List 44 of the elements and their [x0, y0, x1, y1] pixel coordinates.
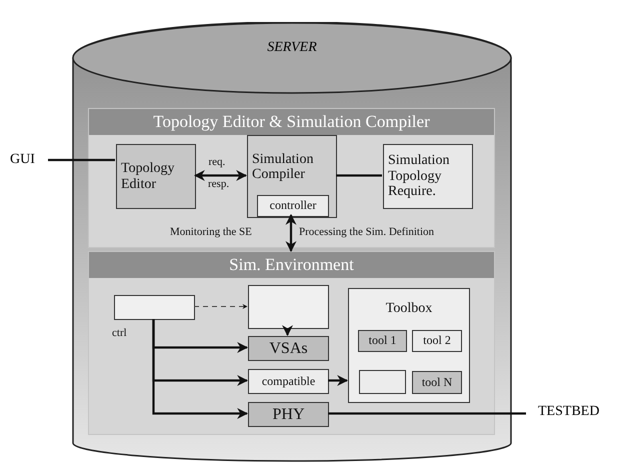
- note-label: resp.: [208, 178, 230, 190]
- process-box: [358, 330, 407, 352]
- arrow: [194, 304, 248, 309]
- panel: [88, 251, 495, 435]
- process-box: [116, 144, 196, 209]
- box-label: controller: [270, 199, 316, 213]
- server-cylinder: [72, 22, 512, 462]
- process-box: [257, 195, 329, 217]
- box-label: Toolbox: [386, 301, 432, 316]
- process-box: [247, 135, 337, 218]
- terminal-label: GUI: [10, 152, 35, 168]
- edge-label: req.: [208, 156, 226, 168]
- note-label: Monitoring the SE: [170, 226, 252, 238]
- arrow: [328, 375, 348, 386]
- box-label: Simulation Topology Require.: [388, 153, 450, 200]
- arrow: [194, 170, 248, 181]
- process-box: [412, 330, 462, 352]
- process-box: [248, 336, 329, 361]
- process-box: [114, 295, 195, 320]
- box-label: Simulation Compiler: [252, 152, 314, 183]
- box-label: tool N: [422, 376, 452, 390]
- cylinder-title: SERVER: [266, 40, 318, 56]
- process-box: [359, 370, 406, 394]
- box-label: PHY: [272, 406, 304, 424]
- arrow: [152, 319, 248, 419]
- arrow: [286, 214, 296, 252]
- process-box: [248, 285, 329, 329]
- note-label: Processing the Sim. Definition: [299, 226, 434, 238]
- process-box: [383, 144, 473, 209]
- process-box: [248, 402, 329, 427]
- box-label: Topology Editor: [121, 161, 176, 192]
- box-label: tool 1: [368, 334, 396, 348]
- note-label: ctrl: [112, 327, 127, 339]
- panel: [88, 108, 495, 248]
- box-label: VSAs: [269, 340, 308, 358]
- process-box: [412, 371, 462, 394]
- panel-title: Topology Editor & Simulation Compiler: [152, 112, 431, 132]
- toolbox-panel: [348, 288, 470, 403]
- box-label: compatible: [262, 374, 316, 388]
- arrow: [282, 325, 293, 336]
- panel-title: Sim. Environment: [228, 255, 355, 275]
- process-box: [248, 369, 329, 394]
- box-label: tool 2: [423, 334, 451, 348]
- terminal-label: TESTBED: [538, 404, 600, 420]
